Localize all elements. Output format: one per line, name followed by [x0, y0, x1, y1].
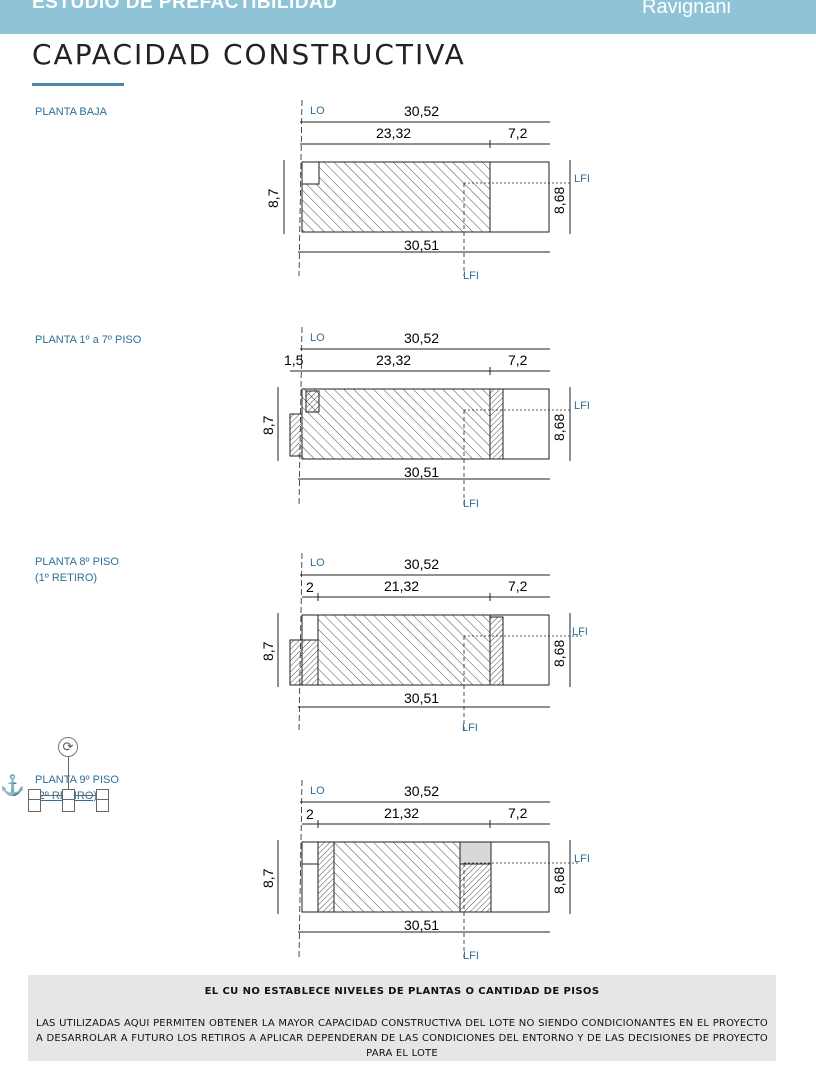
dim-left-width: 21,32: [384, 805, 419, 821]
dim-top-total: 30,52: [404, 556, 439, 572]
lfi-label: LFI: [572, 626, 588, 638]
dim-top-total: 30,52: [404, 103, 439, 119]
dim-bottom-total: 30,51: [404, 237, 439, 253]
dim-left-height: 8,7: [260, 415, 276, 435]
dim-left-height: 8,7: [260, 641, 276, 661]
plan-label-1-7: PLANTA 1º a 7º PISO: [35, 332, 141, 348]
plan-label-8: PLANTA 8º PISO (1º RETIRO): [35, 554, 119, 586]
lo-label: LO: [310, 785, 325, 797]
note-heading: EL CU NO ESTABLECE NIVELES DE PLANTAS O …: [204, 986, 600, 997]
plan-label-line: (1º RETIRO): [35, 572, 98, 584]
dim-left-width: 21,32: [384, 578, 419, 594]
dim-bottom-total: 30,51: [404, 464, 439, 480]
page-title: CAPACIDAD CONSTRUCTIVA: [32, 38, 466, 71]
dim-left-height: 8,7: [265, 188, 281, 208]
lo-label: LO: [310, 332, 325, 344]
dim-left-margin: 1,5: [284, 352, 304, 368]
dim-left-width: 23,32: [376, 125, 411, 141]
lfi-label: LFI: [463, 270, 479, 282]
dim-top-total: 30,52: [404, 330, 439, 346]
resize-handle[interactable]: [28, 799, 41, 812]
lfi-label: LFI: [574, 853, 590, 865]
header-left-title: ESTUDIO DE PREFACTIBILIDAD: [32, 0, 338, 13]
note-body: LAS UTILIZADAS AQUI PERMITEN OBTENER LA …: [36, 1018, 768, 1059]
lfi-label: LFI: [574, 400, 590, 412]
plan-drawing-baja: LO 30,52 23,32 7,2 30,51 8,7 8,68 LFI LF…: [265, 99, 590, 282]
plan-label-line: PLANTA 8º PISO: [35, 556, 119, 568]
plan-label-line: PLANTA 9º PISO: [35, 774, 119, 786]
header-bar: ESTUDIO DE PREFACTIBILIDAD Ravignani: [0, 0, 816, 34]
dim-right-width: 7,2: [508, 125, 528, 141]
dim-right-height: 8,68: [551, 867, 567, 894]
dim-left-margin: 2: [306, 579, 314, 595]
lfi-label: LFI: [574, 173, 590, 185]
lfi-label: LFI: [462, 722, 478, 734]
rotate-connector: [68, 757, 69, 789]
anchor-icon[interactable]: ⚓: [0, 775, 25, 797]
lo-label: LO: [310, 557, 325, 569]
title-underline: [32, 83, 124, 86]
dim-left-height: 8,7: [260, 868, 276, 888]
plan-geometry: [277, 326, 571, 508]
dim-right-height: 8,68: [551, 414, 567, 441]
plan-drawing-1-7: LO 30,52 1,5 23,32 7,2 30,51 8,7 8,68 LF…: [260, 326, 590, 510]
plan-drawing-8: LO 30,52 2 21,32 7,2 30,51 8,7 8,68 LFI …: [260, 552, 588, 734]
dim-right-width: 7,2: [508, 578, 528, 594]
plan-label-line: PLANTA 1º a 7º PISO: [35, 334, 142, 346]
resize-handle[interactable]: [96, 799, 109, 812]
note-box: EL CU NO ESTABLECE NIVELES DE PLANTAS O …: [28, 975, 776, 1061]
lfi-label: LFI: [463, 950, 479, 962]
dim-right-width: 7,2: [508, 352, 528, 368]
plan-label-line: PLANTA BAJA: [35, 106, 107, 118]
dim-left-width: 23,32: [376, 352, 411, 368]
dim-right-width: 7,2: [508, 805, 528, 821]
plan-geometry: [283, 99, 571, 277]
dim-bottom-total: 30,51: [404, 690, 439, 706]
plan-drawing-9: LO 30,52 2 21,32 7,2 30,51 8,7 8,68 LFI …: [260, 779, 590, 962]
text-box-selection[interactable]: ⟳ ⚓: [0, 735, 120, 825]
header-right-title: Ravignani: [642, 0, 731, 18]
dim-bottom-total: 30,51: [404, 917, 439, 933]
plan-geometry: [277, 552, 582, 732]
plan-geometry: [277, 779, 580, 959]
dim-top-total: 30,52: [404, 783, 439, 799]
plan-label-baja: PLANTA BAJA: [35, 104, 107, 120]
dim-right-height: 8,68: [551, 640, 567, 667]
lfi-label: LFI: [463, 498, 479, 510]
resize-handle[interactable]: [62, 799, 75, 812]
dim-left-margin: 2: [306, 806, 314, 822]
lo-label: LO: [310, 105, 325, 117]
rotate-icon[interactable]: ⟳: [58, 737, 78, 757]
dim-right-height: 8,68: [551, 187, 567, 214]
